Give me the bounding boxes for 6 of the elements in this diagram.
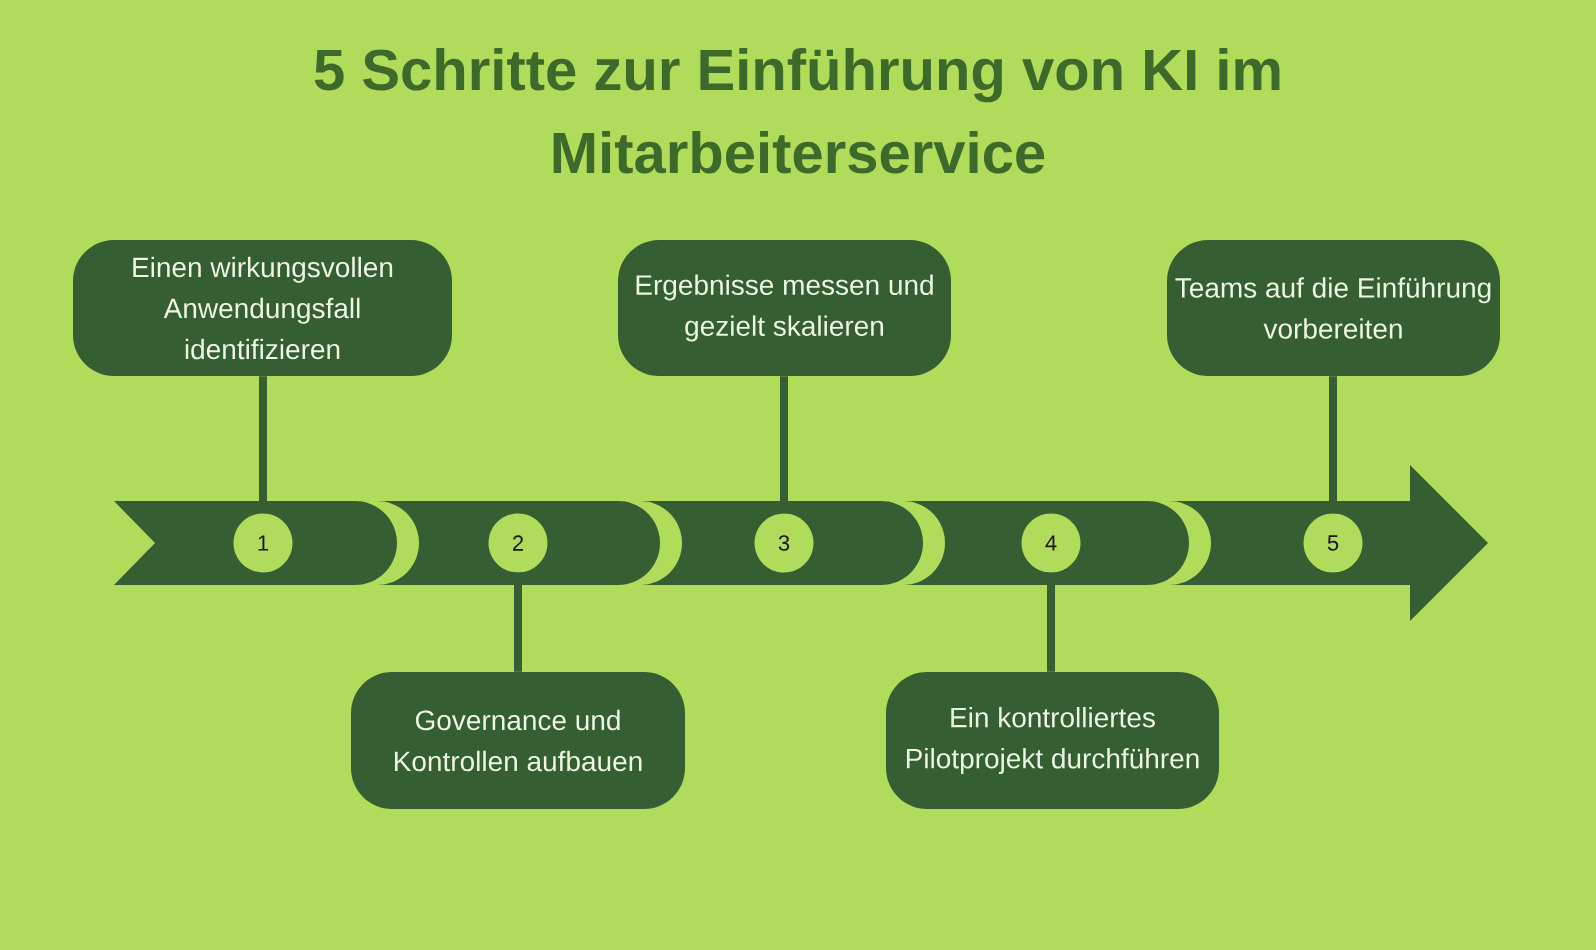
step-box: Governance und Kontrollen aufbauen xyxy=(351,672,685,809)
step-box: Ein kontrolliertes Pilotprojekt durchführen xyxy=(886,672,1219,809)
title: 5 Schritte zur Einführung von KI im Mitarbeiterservice xyxy=(314,47,1280,174)
step-box: Ergebnisse messen und gezielt skalieren xyxy=(618,240,951,376)
step-box: Einen wirkungsvollen Anwendungsfall identifizieren xyxy=(73,240,452,376)
step-box: Teams auf die Einführung vorbereiten xyxy=(1167,240,1500,376)
